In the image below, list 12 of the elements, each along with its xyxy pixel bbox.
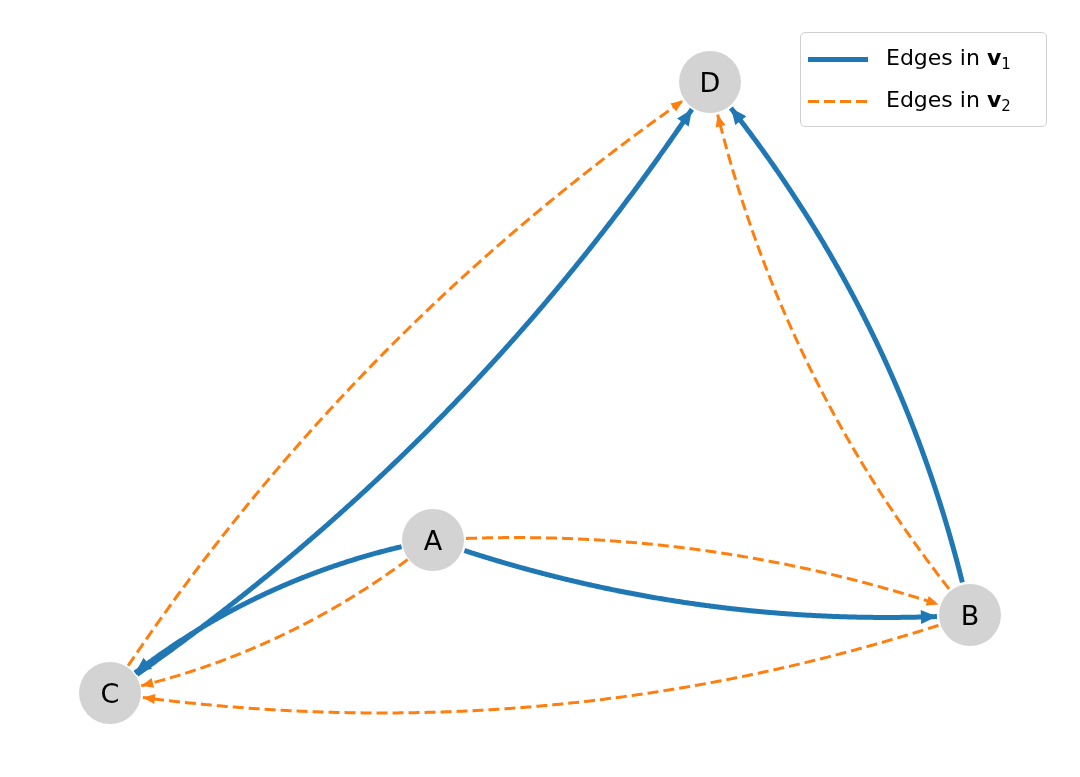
node-label: A — [423, 526, 443, 554]
node-circle — [679, 51, 741, 113]
legend-label: Edges in v$_{1}$ — [886, 47, 1011, 69]
node-label: D — [699, 68, 721, 96]
node-label: B — [960, 601, 980, 629]
node-label: C — [100, 679, 120, 707]
curved-arrow — [133, 544, 404, 675]
curved-arrow — [463, 548, 939, 625]
dashed-curved-arrow — [142, 623, 939, 715]
dashed-curved-arrow — [140, 558, 409, 688]
dashed-curved-arrow — [465, 536, 940, 606]
legend-label: Edges in v$_{2}$ — [886, 89, 1011, 111]
